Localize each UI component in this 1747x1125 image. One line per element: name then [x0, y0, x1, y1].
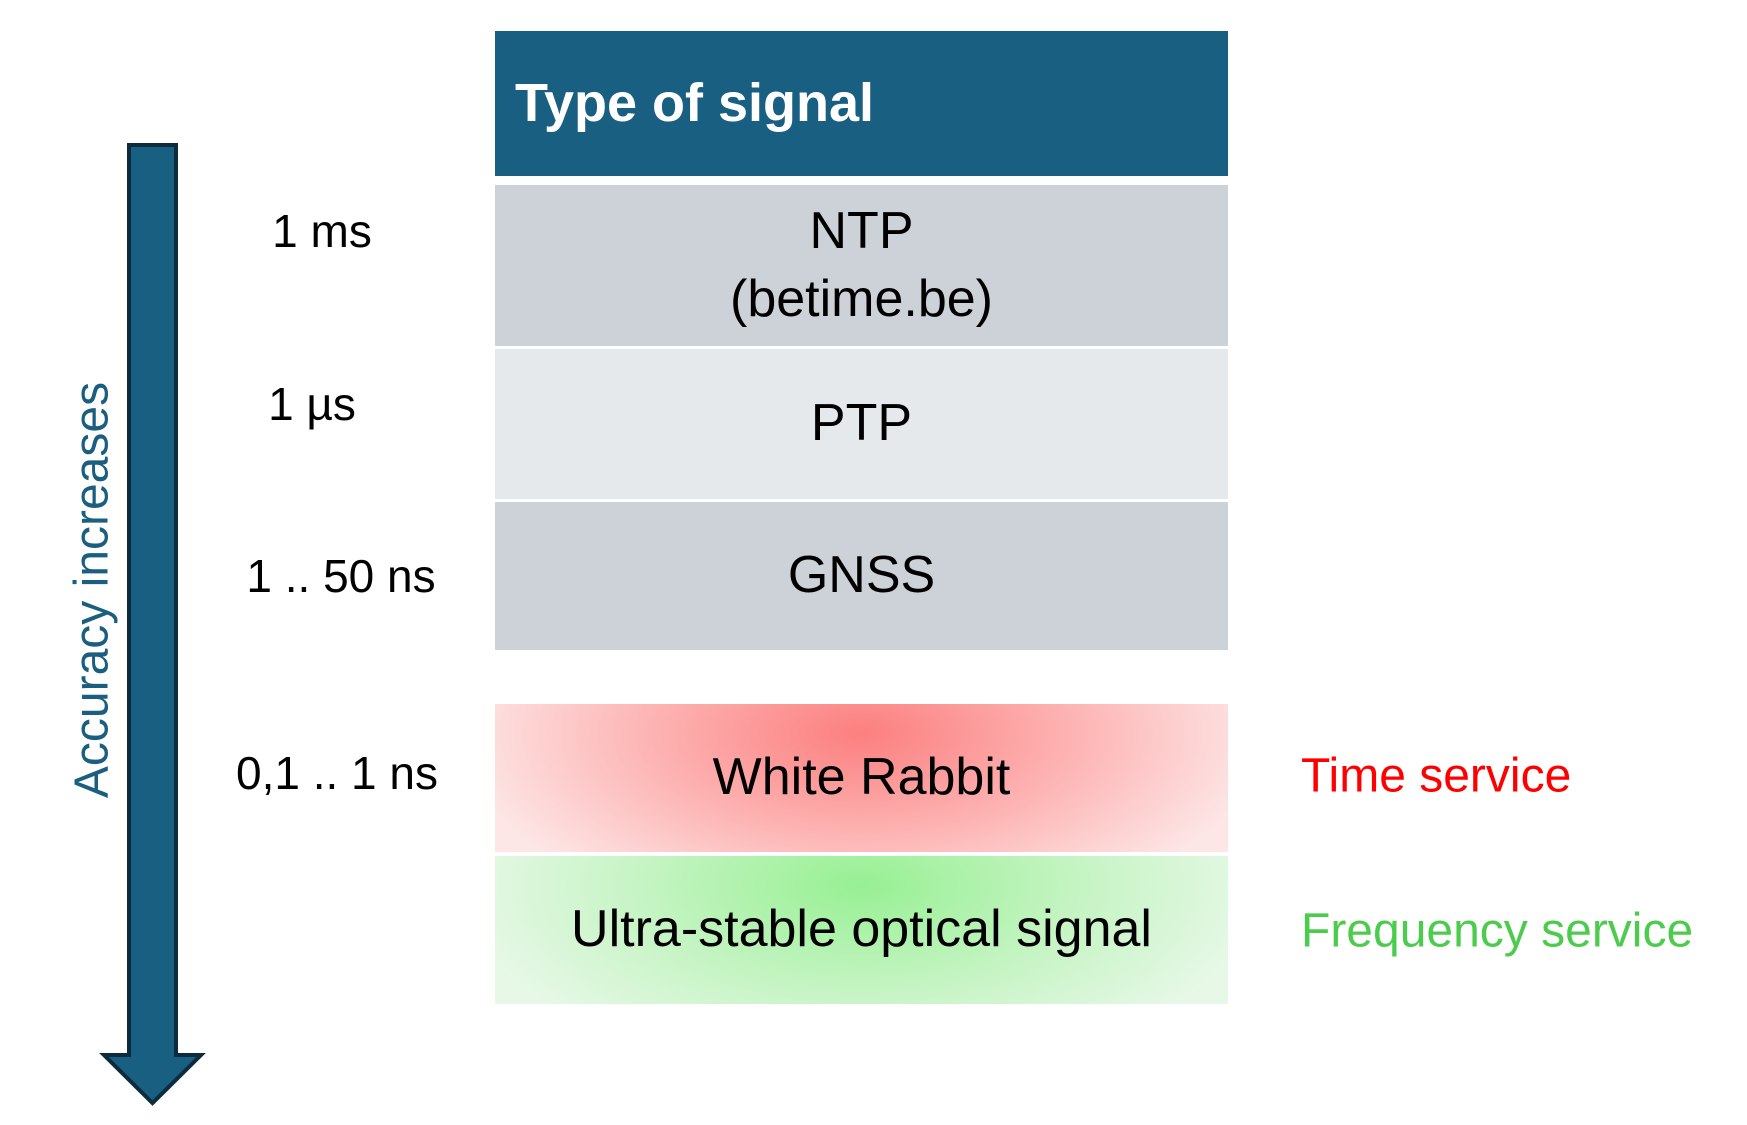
gnss-label: GNSS — [787, 546, 936, 605]
accuracy-white-rabbit: 0,1 .. 1 ns — [235, 747, 439, 799]
ntp-sublabel: (betime.be) — [730, 269, 993, 328]
ptp-label: PTP — [810, 394, 913, 453]
ntp-label: NTP — [809, 201, 914, 260]
white-rabbit-label: White Rabbit — [712, 748, 1011, 807]
row-ntp: NTP (betime.be) — [495, 185, 1228, 346]
row-ultra-stable: Ultra-stable optical signal — [495, 856, 1228, 1004]
accuracy-arrow-shape — [99, 143, 206, 1106]
row-gnss: GNSS — [495, 502, 1228, 650]
axis-label: Accuracy increases — [65, 381, 119, 799]
row-white-rabbit: White Rabbit — [495, 704, 1228, 852]
table-header: Type of signal — [495, 31, 1228, 176]
row-ptp: PTP — [495, 349, 1228, 499]
accuracy-gnss: 1 .. 50 ns — [246, 550, 436, 602]
time-service-label: Time service — [1301, 749, 1572, 803]
accuracy-ntp: 1 ms — [272, 205, 372, 257]
ultra-stable-label: Ultra-stable optical signal — [571, 900, 1152, 959]
accuracy-ptp: 1 µs — [268, 378, 356, 430]
frequency-service-label: Frequency service — [1301, 904, 1694, 958]
